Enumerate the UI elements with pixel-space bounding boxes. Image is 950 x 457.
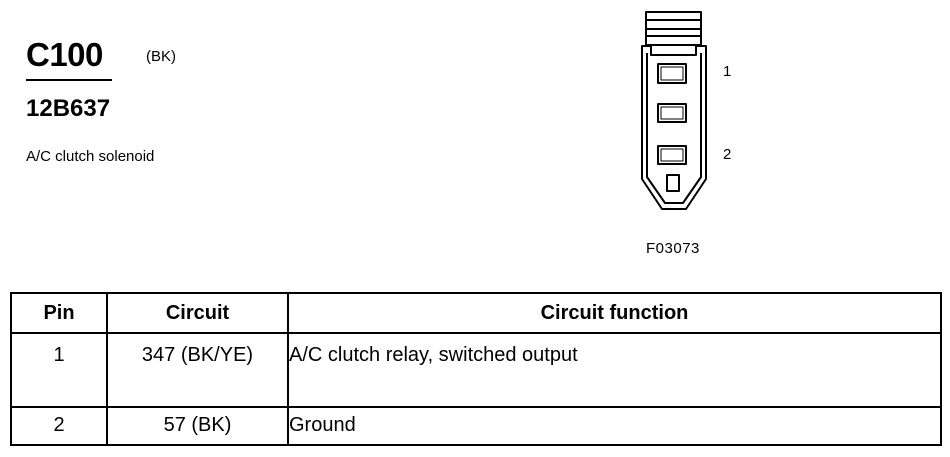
connector-face-diagram (641, 11, 707, 210)
connector-housing (641, 45, 707, 210)
pin-label-2: 2 (723, 146, 732, 163)
cell-pin: 1 (10, 332, 108, 408)
connector-id: C100 (26, 36, 103, 73)
figure-id: F03073 (646, 240, 700, 257)
connector-keyway (666, 174, 680, 192)
table-row: 2 57 (BK) Ground (10, 406, 942, 446)
connector-id-underline (26, 79, 112, 81)
pin-label-1: 1 (723, 63, 732, 80)
pin-2-cavity (657, 145, 687, 165)
pin-1-cavity (657, 63, 687, 84)
cell-circuit: 57 (BK) (106, 406, 289, 446)
cell-circuit-function: A/C clutch relay, switched output (287, 332, 942, 408)
cell-pin: 2 (10, 406, 108, 446)
table-row: 1 347 (BK/YE) A/C clutch relay, switched… (10, 332, 942, 408)
header-circuit: Circuit (106, 292, 289, 334)
part-number: 12B637 (26, 95, 111, 122)
pinout-table: Pin Circuit Circuit function 1 347 (BK/Y… (10, 292, 942, 446)
cell-circuit-function: Ground (287, 406, 942, 446)
cell-circuit: 347 (BK/YE) (106, 332, 289, 408)
pin-middle-cavity (657, 103, 687, 123)
connector-color-code: (BK) (146, 48, 176, 65)
connector-description: A/C clutch solenoid (26, 148, 155, 165)
header-circuit-function: Circuit function (287, 292, 942, 334)
table-header-row: Pin Circuit Circuit function (10, 292, 942, 334)
header-pin: Pin (10, 292, 108, 334)
